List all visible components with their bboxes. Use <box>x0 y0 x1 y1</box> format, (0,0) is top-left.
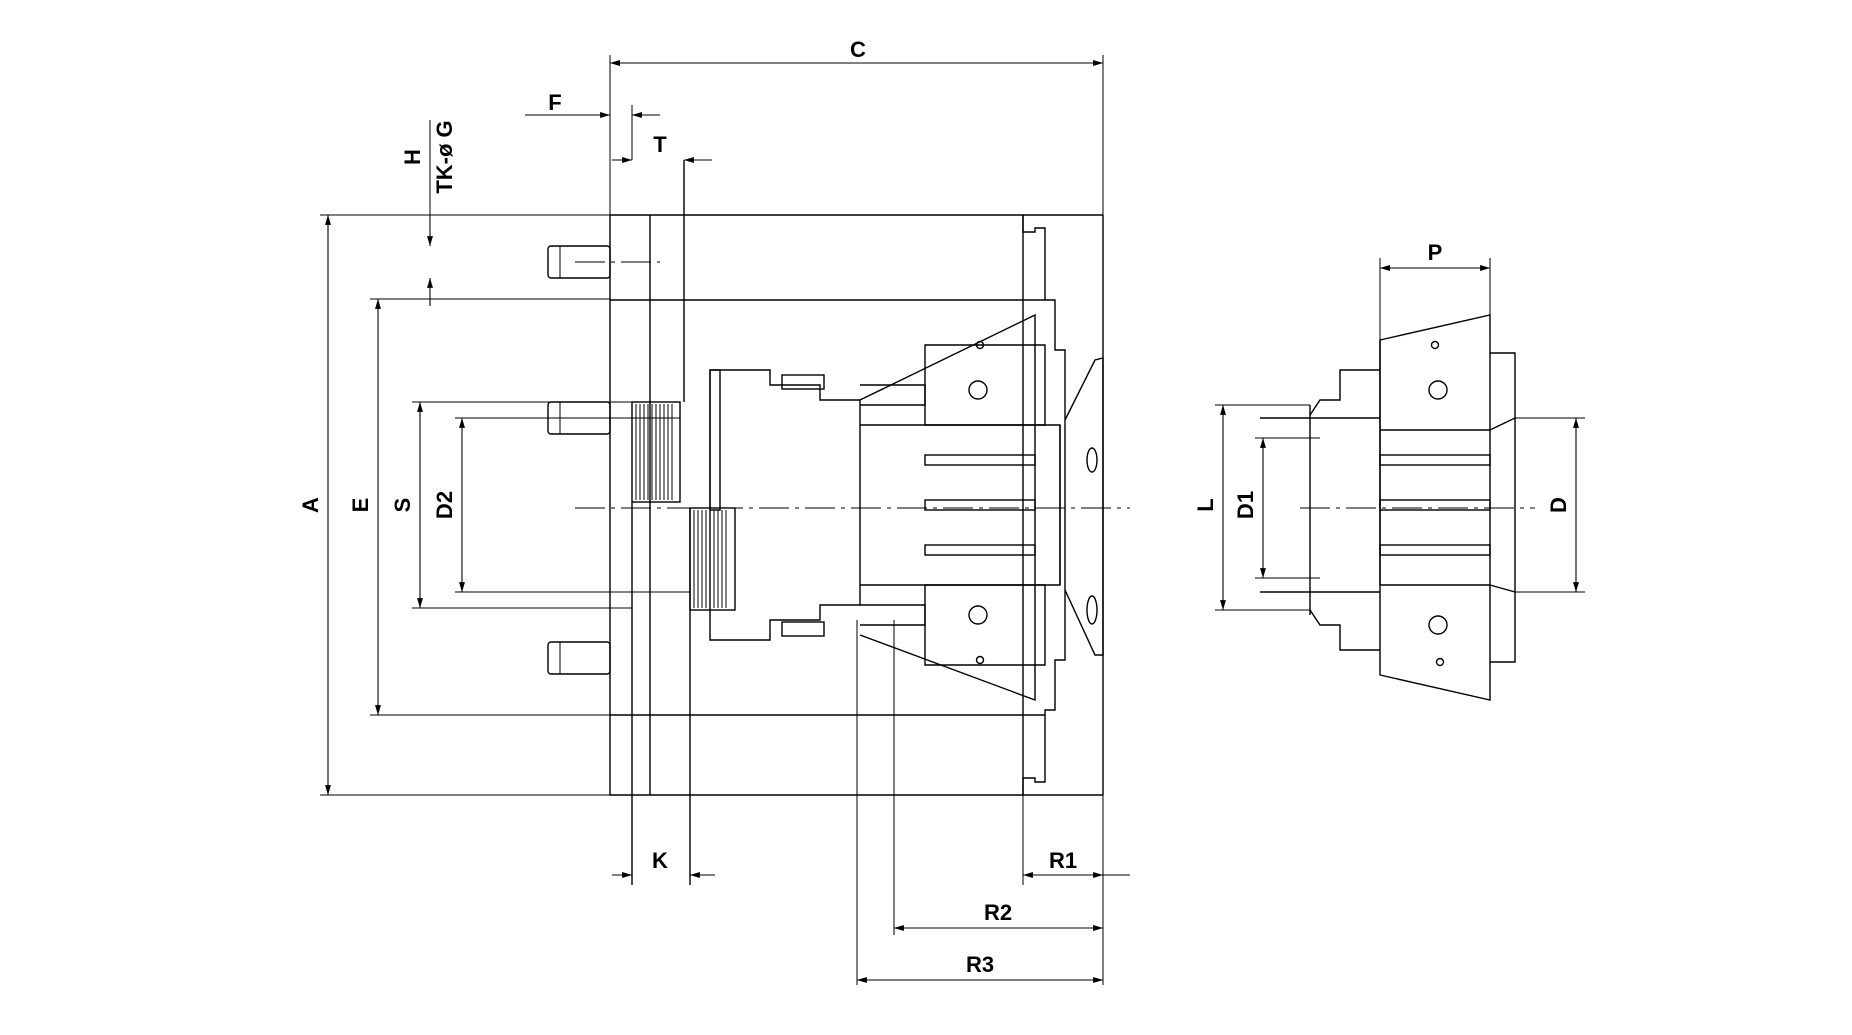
collet-view <box>1260 314 1535 701</box>
label-r1: R1 <box>1049 848 1077 873</box>
front-cap <box>1064 357 1104 656</box>
thread-lower <box>689 507 736 611</box>
dimensions-main <box>320 55 1130 985</box>
label-d: D <box>1546 497 1571 513</box>
label-tk-g: TK-ø G <box>432 120 457 193</box>
stud-top <box>547 245 611 279</box>
label-f: F <box>548 90 561 115</box>
thread-upper <box>631 401 681 503</box>
label-a: A <box>298 497 323 513</box>
label-r2: R2 <box>984 900 1012 925</box>
body-outline <box>609 214 1024 796</box>
label-d2: D2 <box>432 491 457 519</box>
label-l: L <box>1193 498 1218 511</box>
label-c: C <box>850 37 866 62</box>
label-h: H <box>400 149 425 165</box>
draw-tube <box>709 369 861 641</box>
label-r3: R3 <box>966 952 994 977</box>
dimensions-collet <box>1215 258 1585 611</box>
stud-bottom <box>547 641 611 675</box>
label-e: E <box>348 498 373 513</box>
label-p: P <box>1428 240 1443 265</box>
label-t: T <box>653 132 667 157</box>
label-k: K <box>652 848 668 873</box>
label-d1: D1 <box>1233 491 1258 519</box>
label-s: S <box>390 498 415 513</box>
main-view <box>547 160 1130 885</box>
